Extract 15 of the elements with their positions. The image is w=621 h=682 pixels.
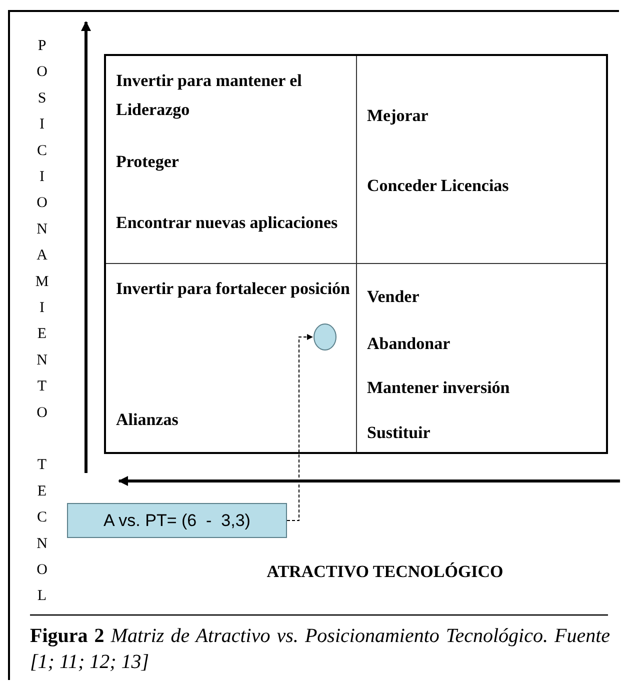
arrow: [286, 334, 314, 521]
strategy-text: Proteger: [116, 151, 180, 173]
value-label-box: A vs. PT= (6 - 3,3): [67, 503, 287, 538]
strategy-text: Invertir para mantener el Liderazgo: [116, 70, 303, 121]
strategy-text: Sustituir: [367, 422, 432, 444]
axis-title: POSICIONAMIENTO TECNOL: [34, 38, 49, 614]
figure-caption: Figura 2 Matriz de Atractivo vs. Posicionamiento Tecnológico. Fuente [1; 11; 12; 13]: [30, 624, 610, 675]
strategy-text: Encontrar nuevas aplicaciones: [116, 212, 339, 234]
strategy-text: Abandonar: [367, 333, 452, 355]
strategy-text: Mejorar: [367, 105, 430, 127]
strategy-text: Vender: [367, 286, 420, 308]
strategy-text: Alianzas: [116, 409, 180, 431]
strategy-text: Mantener inversión: [367, 377, 511, 399]
strategy-text: Invertir para fortalecer posición: [116, 278, 352, 300]
strategy-text: Conceder Licencias: [367, 175, 510, 197]
